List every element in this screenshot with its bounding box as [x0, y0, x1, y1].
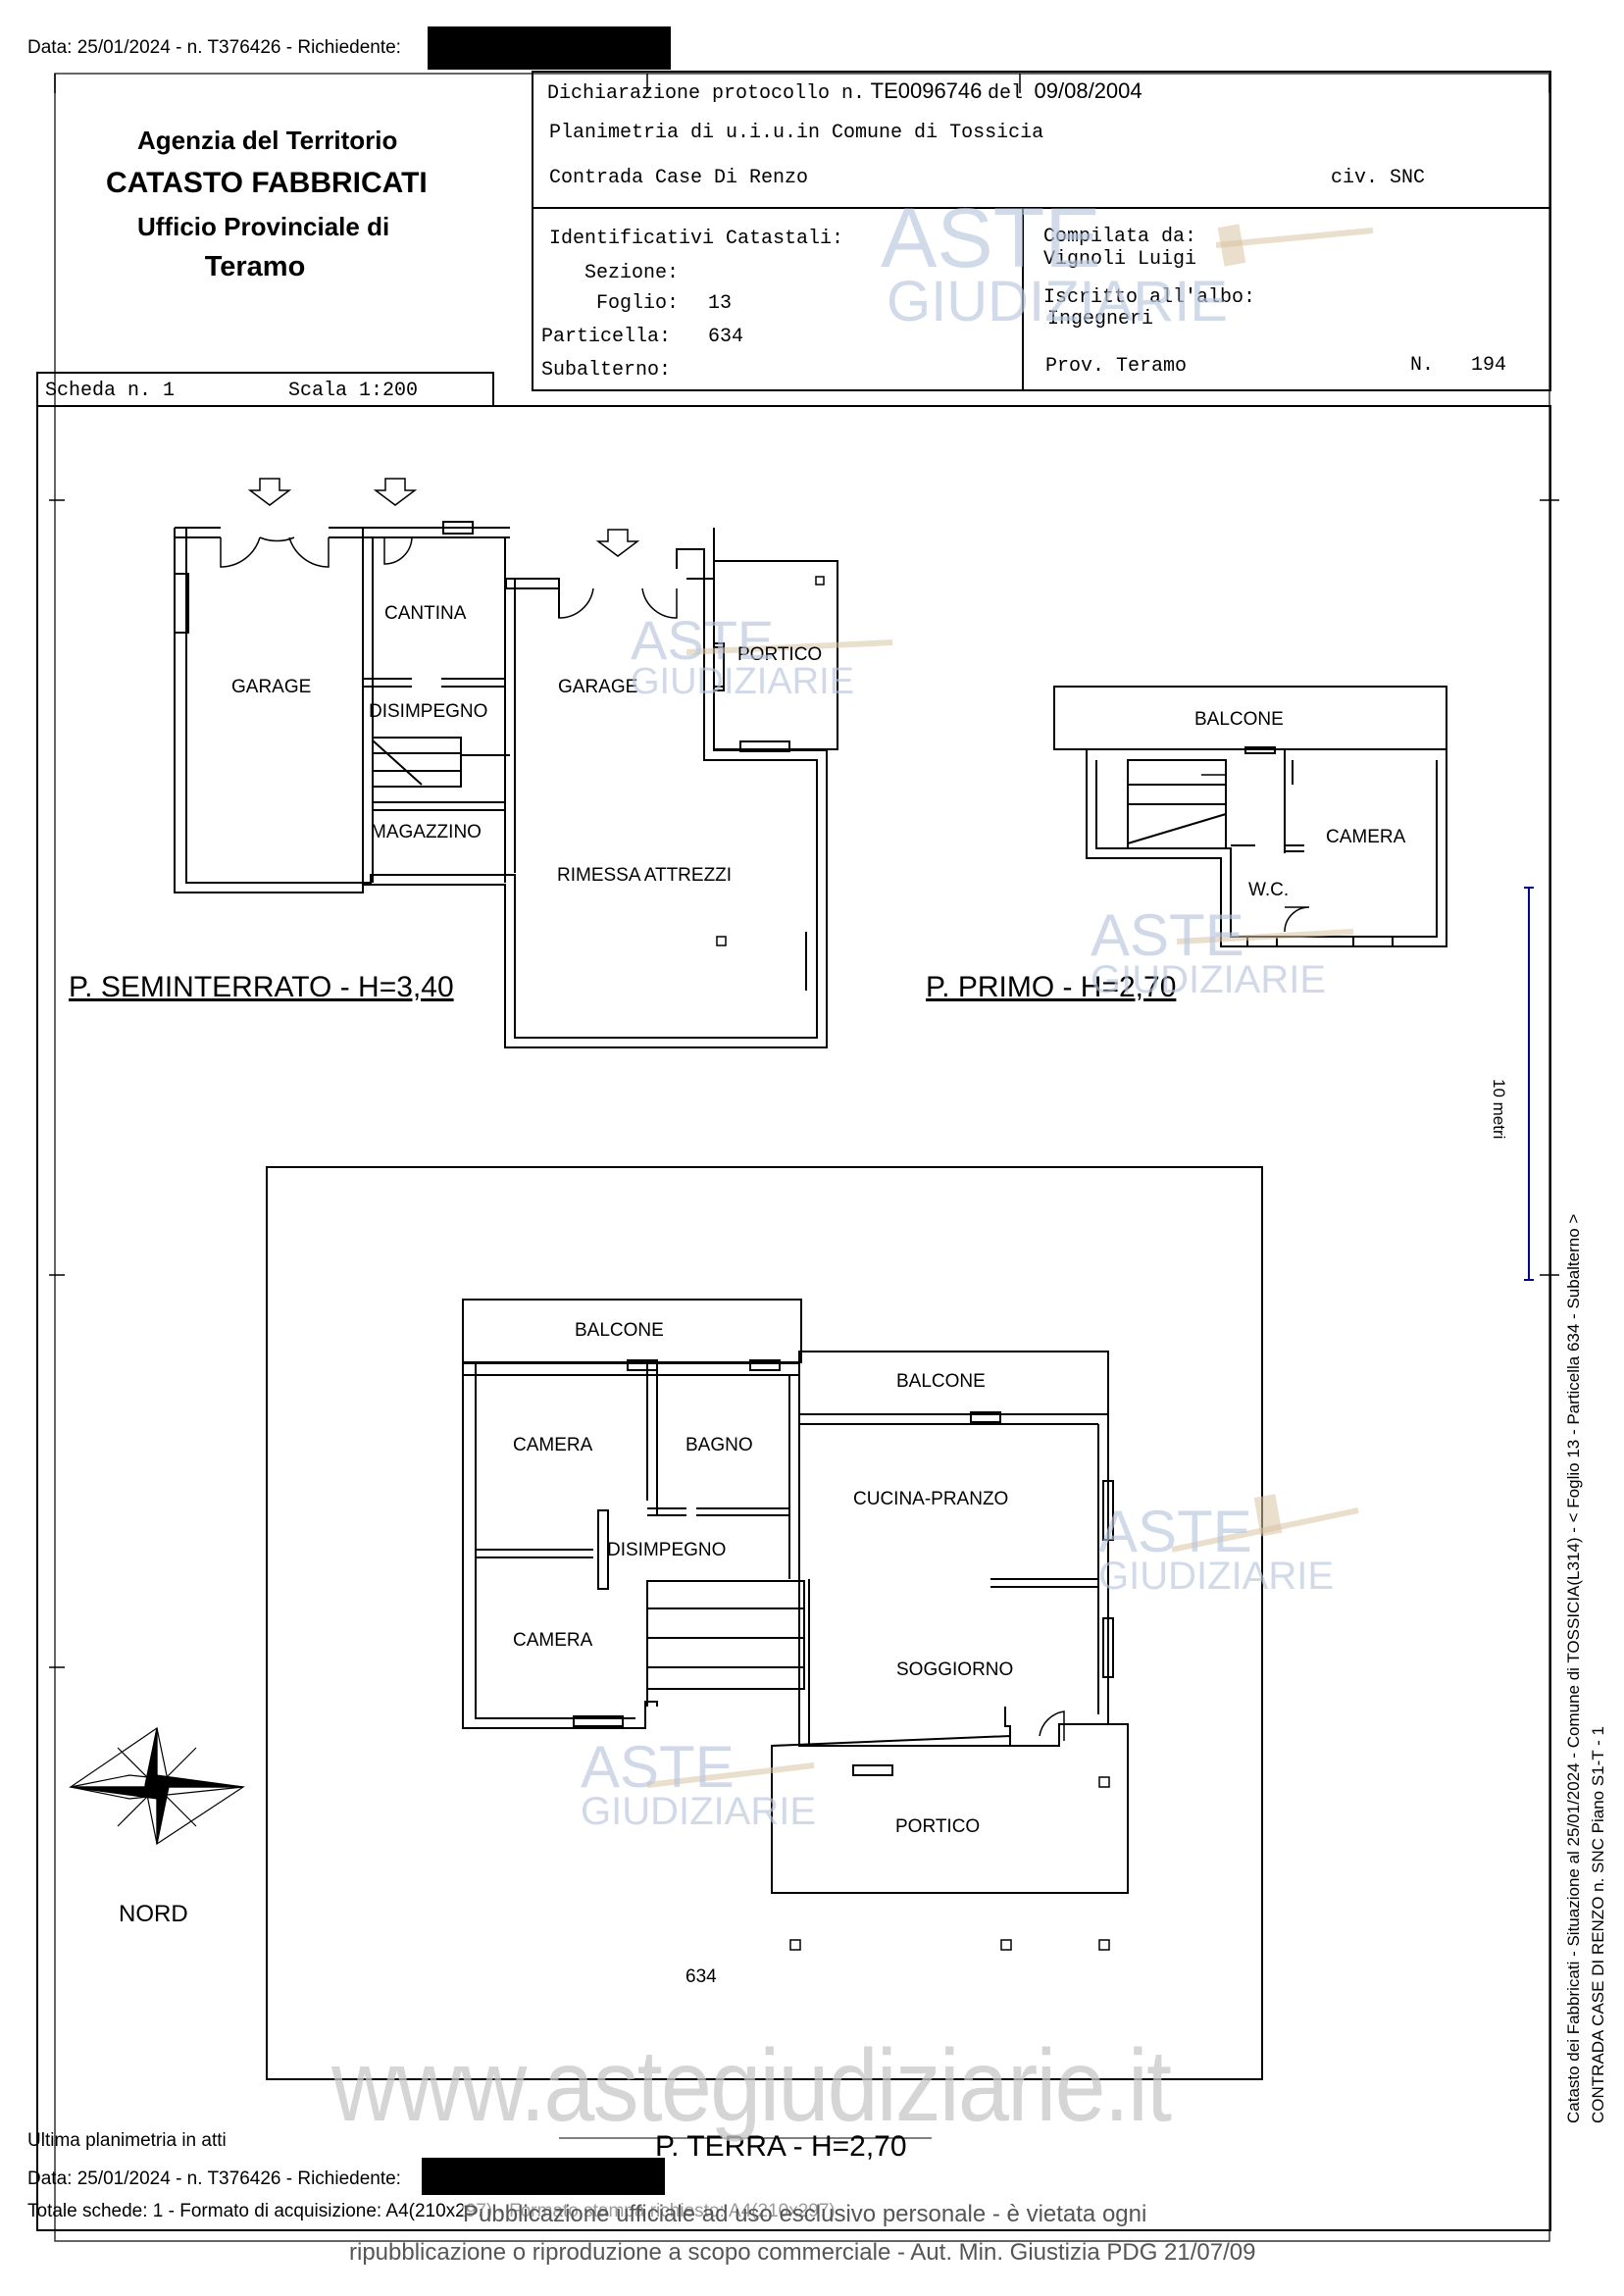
compiler-name: Vignoli Luigi [1043, 248, 1197, 271]
footer-notice1: Pubblicazione ufficiale ad uso esclusivo… [463, 2201, 1147, 2228]
footer-ultima: Ultima planimetria in atti [27, 2130, 227, 2151]
scale-bar-label: 10 metri [1490, 1079, 1508, 1140]
room-label: MAGAZZINO [371, 822, 482, 842]
room-label: DISIMPEGNO [607, 1540, 727, 1560]
room-label: BAGNO [685, 1435, 753, 1455]
civic-number: civ. SNC [1331, 167, 1426, 189]
room-label: PORTICO [737, 644, 823, 665]
scale-label: Scala 1:200 [288, 380, 419, 402]
declaration-date: 09/08/2004 [1034, 78, 1142, 103]
room-label: BALCONE [1194, 709, 1284, 730]
particella-label: Particella: [541, 326, 672, 348]
albo-n-label: N. [1410, 354, 1435, 377]
compiler-label: Compilata da: [1043, 226, 1197, 248]
top-meta: Data: 25/01/2024 - n. T376426 - Richiede… [27, 37, 401, 58]
parcel-number: 634 [685, 1966, 717, 1987]
compass-icon [69, 1726, 246, 1846]
office-agency: Agenzia del Territorio [137, 126, 398, 155]
subalterno-label: Subalterno: [541, 359, 672, 382]
watermark-line1: ASTE [581, 1734, 735, 1800]
room-label: GARAGE [231, 677, 312, 697]
side-text-line2: CONTRADA CASE DI RENZO n. SNC Piano S1-T… [1589, 1726, 1607, 2123]
albo-n-value: 194 [1471, 354, 1507, 377]
room-label: CANTINA [384, 603, 467, 624]
watermark-line2: GIUDIZIARIE [1091, 958, 1327, 1001]
room-label: CAMERA [513, 1630, 593, 1651]
watermark-line2: GIUDIZIARIE [1098, 1555, 1335, 1598]
floor-title-terra: P. TERRA - H=2,70 [655, 2130, 907, 2163]
office-subtitle: Ufficio Provinciale di [137, 212, 390, 241]
room-label: PORTICO [895, 1816, 981, 1837]
declaration-line: Dichiarazione protocollo n. TE0096746 de… [547, 78, 1142, 105]
office-title: CATASTO FABBRICATI [106, 167, 428, 199]
watermark-line2: GIUDIZIARIE [887, 270, 1229, 334]
footer-notice2: ripubblicazione o riproduzione a scopo c… [349, 2239, 1256, 2266]
foglio-value: 13 [708, 292, 733, 315]
room-label: CUCINA-PRANZO [853, 1489, 1009, 1509]
room-label: BALCONE [575, 1320, 664, 1341]
room-label: CAMERA [513, 1435, 593, 1455]
identifiers-title: Identificativi Catastali: [549, 228, 844, 250]
room-label: DISIMPEGNO [369, 701, 488, 722]
requester-redaction [428, 26, 671, 70]
watermark-line1: ASTE [631, 609, 775, 671]
watermark-line1: ASTE [881, 191, 1101, 285]
watermark-aste: ASTE GIUDIZIARIE [881, 191, 1229, 334]
watermark-aste: ASTE GIUDIZIARIE [631, 609, 855, 703]
address: Contrada Case Di Renzo [549, 167, 809, 189]
room-label: W.C. [1248, 880, 1290, 900]
watermark-aste: ASTE GIUDIZIARIE [1098, 1499, 1335, 1598]
watermark-line2: GIUDIZIARIE [581, 1790, 817, 1833]
room-label: CAMERA [1326, 827, 1406, 847]
plan-line: Planimetria di u.i.u.in Comune di Tossic… [549, 122, 1044, 144]
watermark-aste: ASTE GIUDIZIARIE [1091, 902, 1327, 1001]
albo-label: Iscritto all'albo: [1043, 286, 1256, 309]
date-label: del [987, 82, 1023, 105]
particella-value: 634 [708, 326, 744, 348]
office-province: Teramo [204, 251, 306, 282]
watermark-line1: ASTE [1098, 1499, 1252, 1564]
foglio-label: Foglio: [596, 292, 680, 315]
sezione-label: Sezione: [584, 262, 680, 284]
watermark-url: www.astegiudiziarie.it [331, 2029, 1172, 2143]
watermark-line2: GIUDIZIARIE [631, 661, 855, 703]
north-label: NORD [119, 1901, 188, 1927]
scheda-label: Scheda n. 1 [45, 380, 176, 402]
side-text-line1: Catasto dei Fabbricati - Situazione al 2… [1564, 1213, 1583, 2123]
albo-value: Ingegneri [1047, 308, 1154, 331]
province: Prov. Teramo [1045, 355, 1188, 378]
room-label: SOGGIORNO [896, 1659, 1014, 1680]
floor-title-seminterrato: P. SEMINTERRATO - H=3,40 [69, 971, 454, 1003]
footer-requester-redaction [422, 2158, 665, 2195]
scale-bar [1524, 887, 1534, 1281]
watermark-line1: ASTE [1091, 902, 1244, 968]
room-label: RIMESSA ATTREZZI [557, 865, 733, 886]
room-label: BALCONE [896, 1371, 986, 1392]
footer-meta: Data: 25/01/2024 - n. T376426 - Richiede… [27, 2168, 401, 2189]
room-label: GARAGE [558, 677, 638, 697]
protocol-label: Dichiarazione protocollo n. [547, 82, 866, 105]
watermark-aste: ASTE GIUDIZIARIE [581, 1734, 817, 1833]
floor-title-primo: P. PRIMO - H=2,70 [926, 971, 1177, 1003]
protocol-number: TE0096746 [870, 78, 983, 103]
